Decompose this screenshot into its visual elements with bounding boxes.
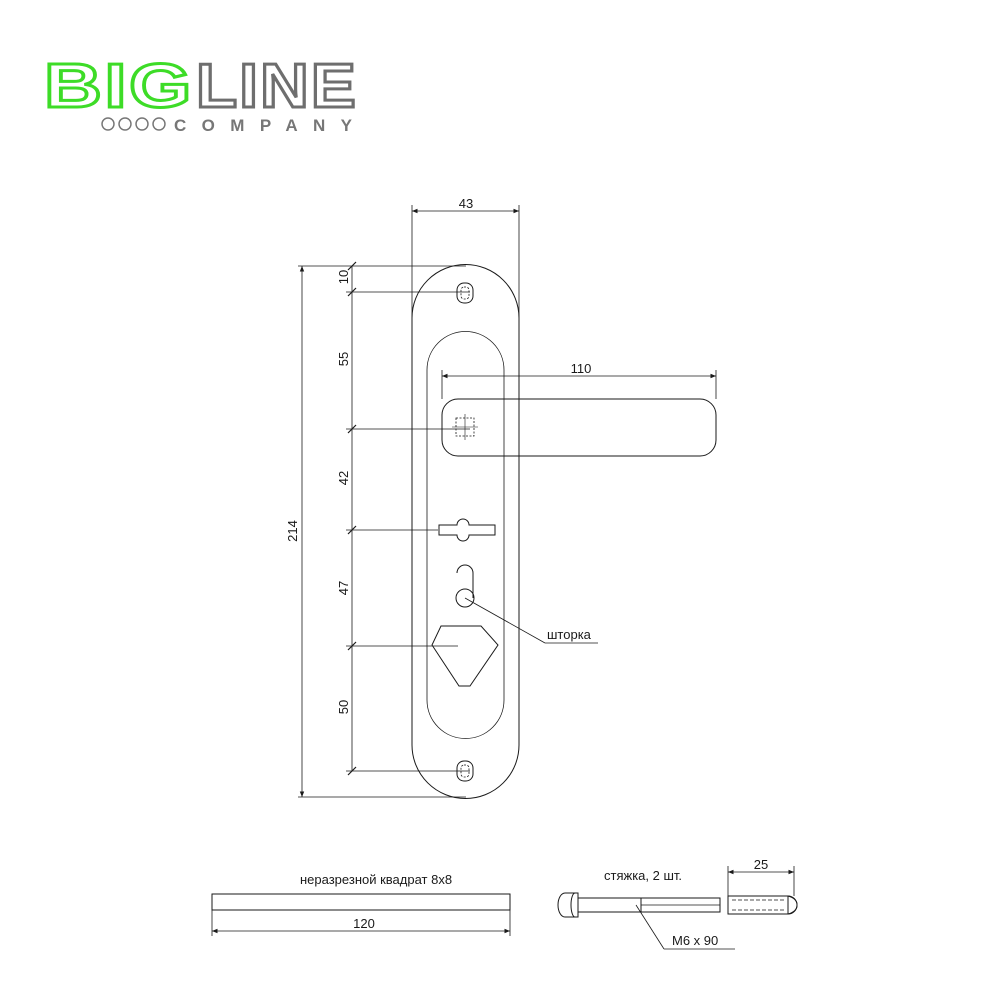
dim-seg-2: 42 (336, 471, 351, 485)
shutter-leader (464, 597, 598, 644)
lever-handle (441, 398, 717, 457)
square-label: неразрезной квадрат 8х8 (300, 872, 452, 887)
top-screw-hole (456, 282, 474, 304)
shutter-label: шторка (547, 627, 592, 642)
shutter (455, 564, 475, 608)
square-spindle (211, 893, 511, 936)
company-logo: BIG LINE COMPANY (43, 51, 358, 136)
tie-bolt (557, 866, 798, 950)
logo-circles (101, 117, 166, 131)
logo-big: BIG (44, 52, 194, 121)
lock-slot (438, 518, 496, 542)
keyhole (431, 625, 499, 687)
logo-tagline: COMPANY (174, 116, 358, 135)
dim-seg-4: 50 (336, 700, 351, 714)
dim-plate-width: 43 (459, 196, 473, 211)
tie-sleeve-length: 25 (754, 857, 768, 872)
dim-seg-3: 47 (336, 581, 351, 595)
dimension-lines (298, 205, 717, 798)
logo-line: LINE (196, 52, 358, 121)
dim-total-height: 214 (285, 520, 300, 542)
dim-seg-top: 10 (336, 270, 351, 284)
tie-size: М6 х 90 (672, 933, 718, 948)
escutcheon-plate (411, 264, 717, 799)
dim-lever-length: 110 (571, 361, 592, 376)
dim-seg-1: 55 (336, 352, 351, 366)
tie-label: стяжка, 2 шт. (604, 868, 682, 883)
square-length: 120 (353, 916, 375, 931)
